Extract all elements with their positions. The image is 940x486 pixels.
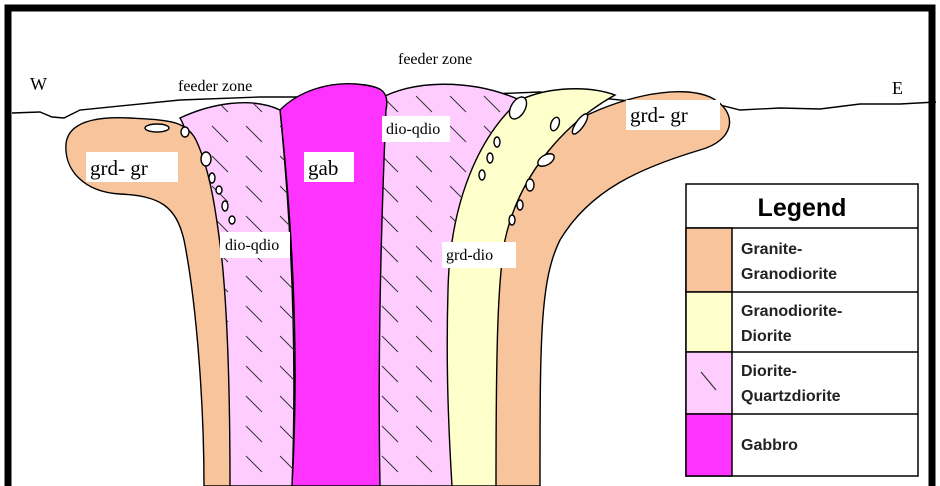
grd-gr-right-label: grd- gr [630, 103, 688, 127]
legend-label: Diorite [741, 328, 792, 345]
legend-title: Legend [758, 194, 847, 222]
feeder-zone-label-left: feeder zone [178, 78, 252, 95]
west-label: W [30, 74, 47, 94]
legend-label: Diorite- [741, 363, 797, 380]
legend-swatch-granite-granodiorite [686, 228, 732, 292]
legend-label: Granite- [741, 241, 802, 258]
unit-gabbro [280, 84, 387, 486]
legend: Legend Granite- Granodiorite Granodiorit… [686, 184, 918, 476]
gab-label: gab [308, 156, 338, 180]
feeder-zone-label-top: feeder zone [398, 51, 472, 68]
dio-qdio-lower-label: dio-qdio [225, 237, 279, 254]
east-label: E [892, 78, 903, 98]
grd-dio-label: grd-dio [446, 247, 493, 264]
legend-swatch-granodiorite-diorite [686, 292, 732, 352]
dio-qdio-upper-label: dio-qdio [386, 121, 440, 138]
legend-swatch-diorite-quartzdiorite [686, 352, 732, 414]
legend-swatch-gabbro [686, 414, 732, 476]
legend-label: Gabbro [741, 437, 798, 454]
legend-label: Granodiorite [741, 266, 837, 283]
grd-gr-left-label: grd- gr [90, 156, 148, 180]
legend-label: Granodiorite- [741, 303, 842, 320]
legend-label: Quartzdiorite [741, 388, 841, 405]
